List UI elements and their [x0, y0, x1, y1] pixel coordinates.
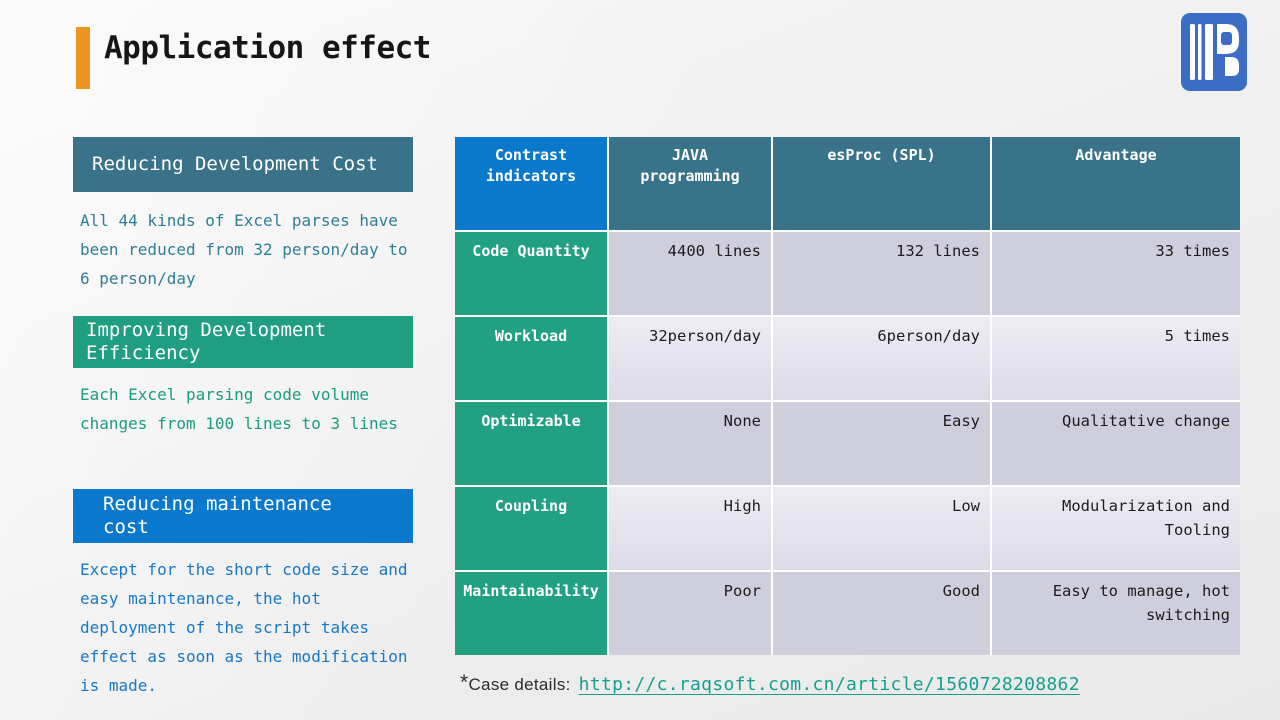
- table-cell: Modularization and Tooling: [992, 487, 1240, 570]
- table-cell: Qualitative change: [992, 402, 1240, 485]
- table-cell: 132 lines: [773, 232, 990, 315]
- section-heading-improving-development-efficiency: Improving Development Efficiency: [73, 316, 413, 368]
- table-header-esproc-spl: esProc (SPL): [773, 137, 990, 230]
- section-heading-reducing-maintenance-cost: Reducing maintenance cost: [73, 489, 413, 543]
- table-header-advantage: Advantage: [992, 137, 1240, 230]
- title-accent-bar: [76, 27, 90, 89]
- table-cell: Good: [773, 572, 990, 655]
- table-header-java-programming: JAVA programming: [609, 137, 771, 230]
- table-cell: Easy: [773, 402, 990, 485]
- footnote-label: Case details:: [468, 675, 571, 694]
- section-body-improving-development-efficiency: Each Excel parsing code volume changes f…: [80, 385, 398, 433]
- section-body-reducing-maintenance-cost: Except for the short code size and easy …: [80, 560, 408, 695]
- row-label-optimizable: Optimizable: [455, 402, 607, 485]
- table-header-contrast-indicators: Contrast indicators: [455, 137, 607, 230]
- row-label-code-quantity: Code Quantity: [455, 232, 607, 315]
- table-cell: 5 times: [992, 317, 1240, 400]
- section-heading-label: Reducing Development Cost: [92, 153, 378, 175]
- row-label-workload: Workload: [455, 317, 607, 400]
- table-cell: Low: [773, 487, 990, 570]
- row-label-coupling: Coupling: [455, 487, 607, 570]
- row-label-maintainability: Maintainability: [455, 572, 607, 655]
- table-cell: Easy to manage, hot switching: [992, 572, 1240, 655]
- page-title: Application effect: [104, 30, 431, 66]
- section-heading-reducing-development-cost: Reducing Development Cost: [73, 137, 413, 192]
- table-cell: 33 times: [992, 232, 1240, 315]
- comparison-table: Contrast indicators JAVA programming esP…: [455, 137, 1240, 655]
- table-cell: None: [609, 402, 771, 485]
- table-cell: 4400 lines: [609, 232, 771, 315]
- section-heading-label: Reducing maintenance cost: [103, 493, 332, 538]
- table-cell: High: [609, 487, 771, 570]
- section-body-reducing-development-cost: All 44 kinds of Excel parses have been r…: [80, 211, 408, 288]
- table-cell: 6person/day: [773, 317, 990, 400]
- raqsoft-logo-icon: [1181, 13, 1247, 91]
- table-cell: Poor: [609, 572, 771, 655]
- case-details-link[interactable]: http://c.raqsoft.com.cn/article/15607282…: [578, 674, 1080, 695]
- footnote-asterisk: *: [460, 671, 469, 694]
- section-heading-label: Improving Development Efficiency: [86, 319, 327, 364]
- case-details-footnote: *Case details: http://c.raqsoft.com.cn/ar…: [460, 671, 1080, 698]
- table-cell: 32person/day: [609, 317, 771, 400]
